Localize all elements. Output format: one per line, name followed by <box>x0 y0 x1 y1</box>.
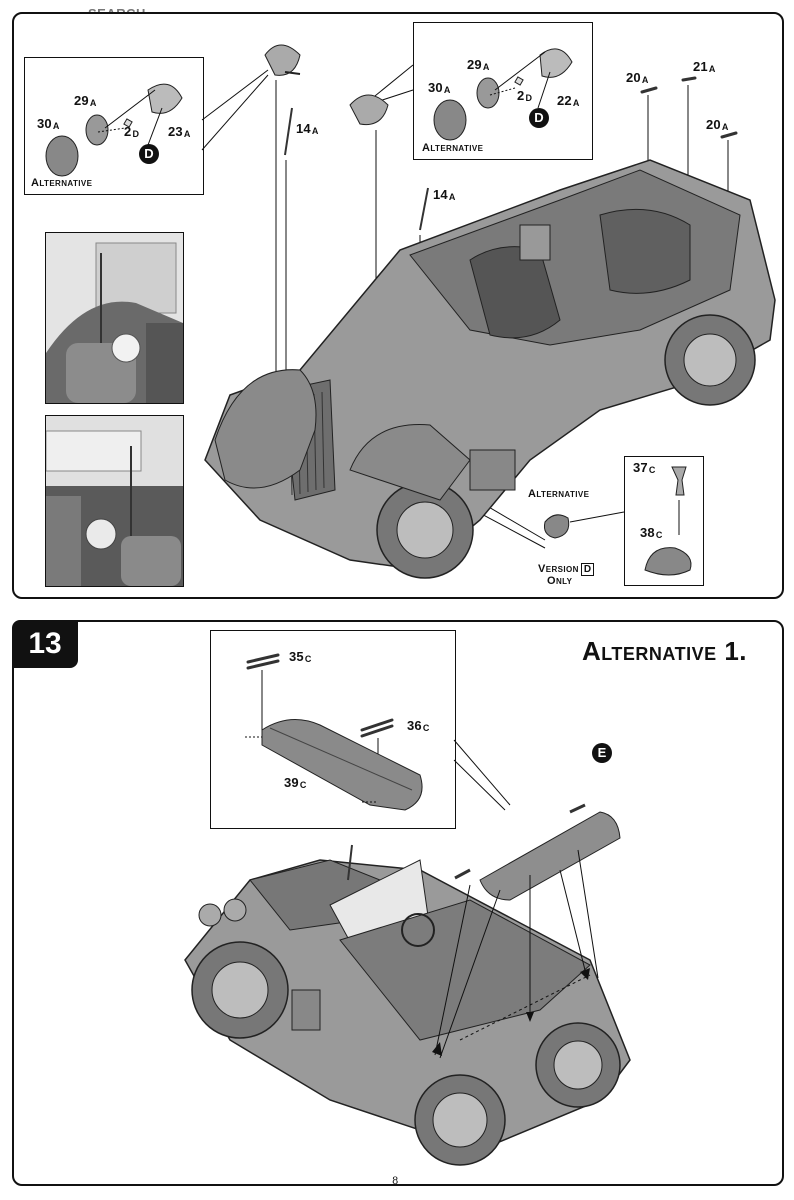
alternative-caption-mirror: Alternative <box>528 488 590 500</box>
part-label-36c: 36C <box>407 718 430 733</box>
photo-2-drawing <box>46 416 183 586</box>
reference-photo-1 <box>45 232 184 404</box>
part-label-20a-first: 20A <box>626 70 649 85</box>
part-label-2d-right: 2D <box>517 88 533 103</box>
reference-photo-2 <box>45 415 184 587</box>
step-13-assembly-drawing <box>184 653 631 1166</box>
part-label-21a: 21A <box>693 59 716 74</box>
part-label-20a-second: 20A <box>706 117 729 132</box>
part-label-22a-right: 22A <box>557 93 580 108</box>
step-number: 13 <box>12 620 78 668</box>
version-e-badge: E <box>592 743 612 763</box>
step-title: Alternative 1. <box>582 636 748 666</box>
step-12-assembly-drawing <box>45 44 776 579</box>
part-label-30a-left: 30A <box>37 116 60 131</box>
part-label-38c: 38C <box>640 525 663 540</box>
part-label-29a-left: 29A <box>74 93 97 108</box>
part-label-2d-left: 2D <box>124 124 140 139</box>
version-text: Version <box>538 563 579 575</box>
part-label-37c: 37C <box>633 460 656 475</box>
version-d-box: D <box>580 563 595 576</box>
part-label-14a-second: 14A <box>433 187 456 202</box>
part-label-29a-right: 29A <box>467 57 490 72</box>
version-d-badge-left: D <box>139 144 159 164</box>
part-label-35c: 35C <box>289 649 312 664</box>
version-d-badge-right: D <box>529 108 549 128</box>
photo-1-drawing <box>46 233 183 403</box>
part-label-14a-first: 14A <box>296 121 319 136</box>
only-caption: Only <box>547 575 573 587</box>
page-number: 8 <box>392 1176 399 1187</box>
alternative-caption-right: Alternative <box>422 142 484 154</box>
part-label-23a-left: 23A <box>168 124 191 139</box>
part-label-39c: 39C <box>284 775 307 790</box>
alternative-caption-left: Alternative <box>31 177 93 189</box>
part-label-30a-right: 30A <box>428 80 451 95</box>
